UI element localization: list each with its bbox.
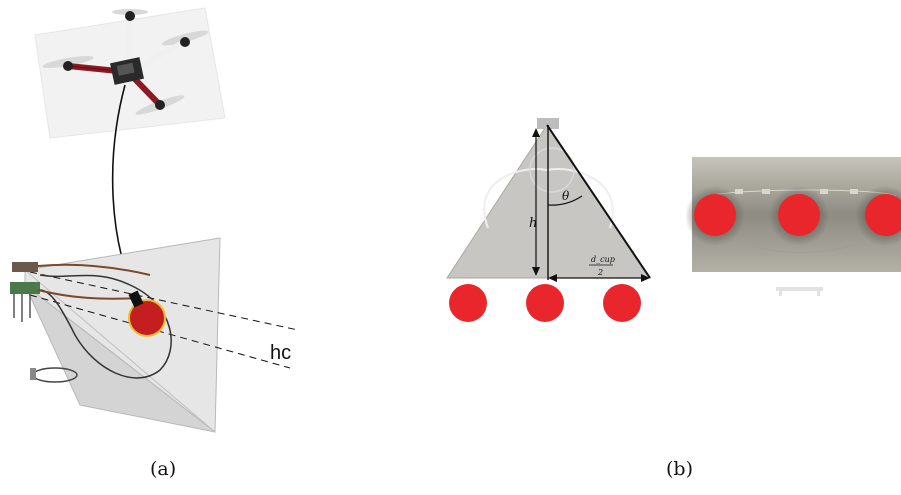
gripper-mount	[10, 262, 151, 322]
hc-label: hc	[270, 342, 291, 364]
gripper-tip	[128, 290, 144, 308]
cup-center	[526, 284, 564, 322]
panel-a: hc	[10, 7, 299, 433]
panel-b: h θ d_cup 2	[446, 118, 901, 322]
dcup-numerator: d_cup	[591, 255, 615, 264]
cup-right	[603, 284, 641, 322]
render-photo	[685, 157, 901, 272]
caption-b: (b)	[666, 458, 693, 480]
drone-icon	[42, 9, 209, 115]
pyramid-side	[24, 284, 216, 433]
dashed-line-upper	[29, 271, 299, 331]
dcup-denominator: 2	[597, 268, 603, 277]
cup-target	[128, 299, 166, 337]
theta-label: θ	[562, 189, 570, 203]
h-label: h	[529, 216, 537, 231]
render-cup-3	[865, 194, 901, 236]
top-mount	[537, 118, 559, 129]
small-mount-icon	[776, 287, 823, 296]
cup-left	[449, 284, 487, 322]
gripper-loop	[39, 274, 172, 379]
theta-arc	[547, 195, 583, 206]
caption-a: (a)	[150, 458, 177, 480]
render-cup-1	[694, 194, 736, 236]
render-cup-2	[778, 194, 820, 236]
